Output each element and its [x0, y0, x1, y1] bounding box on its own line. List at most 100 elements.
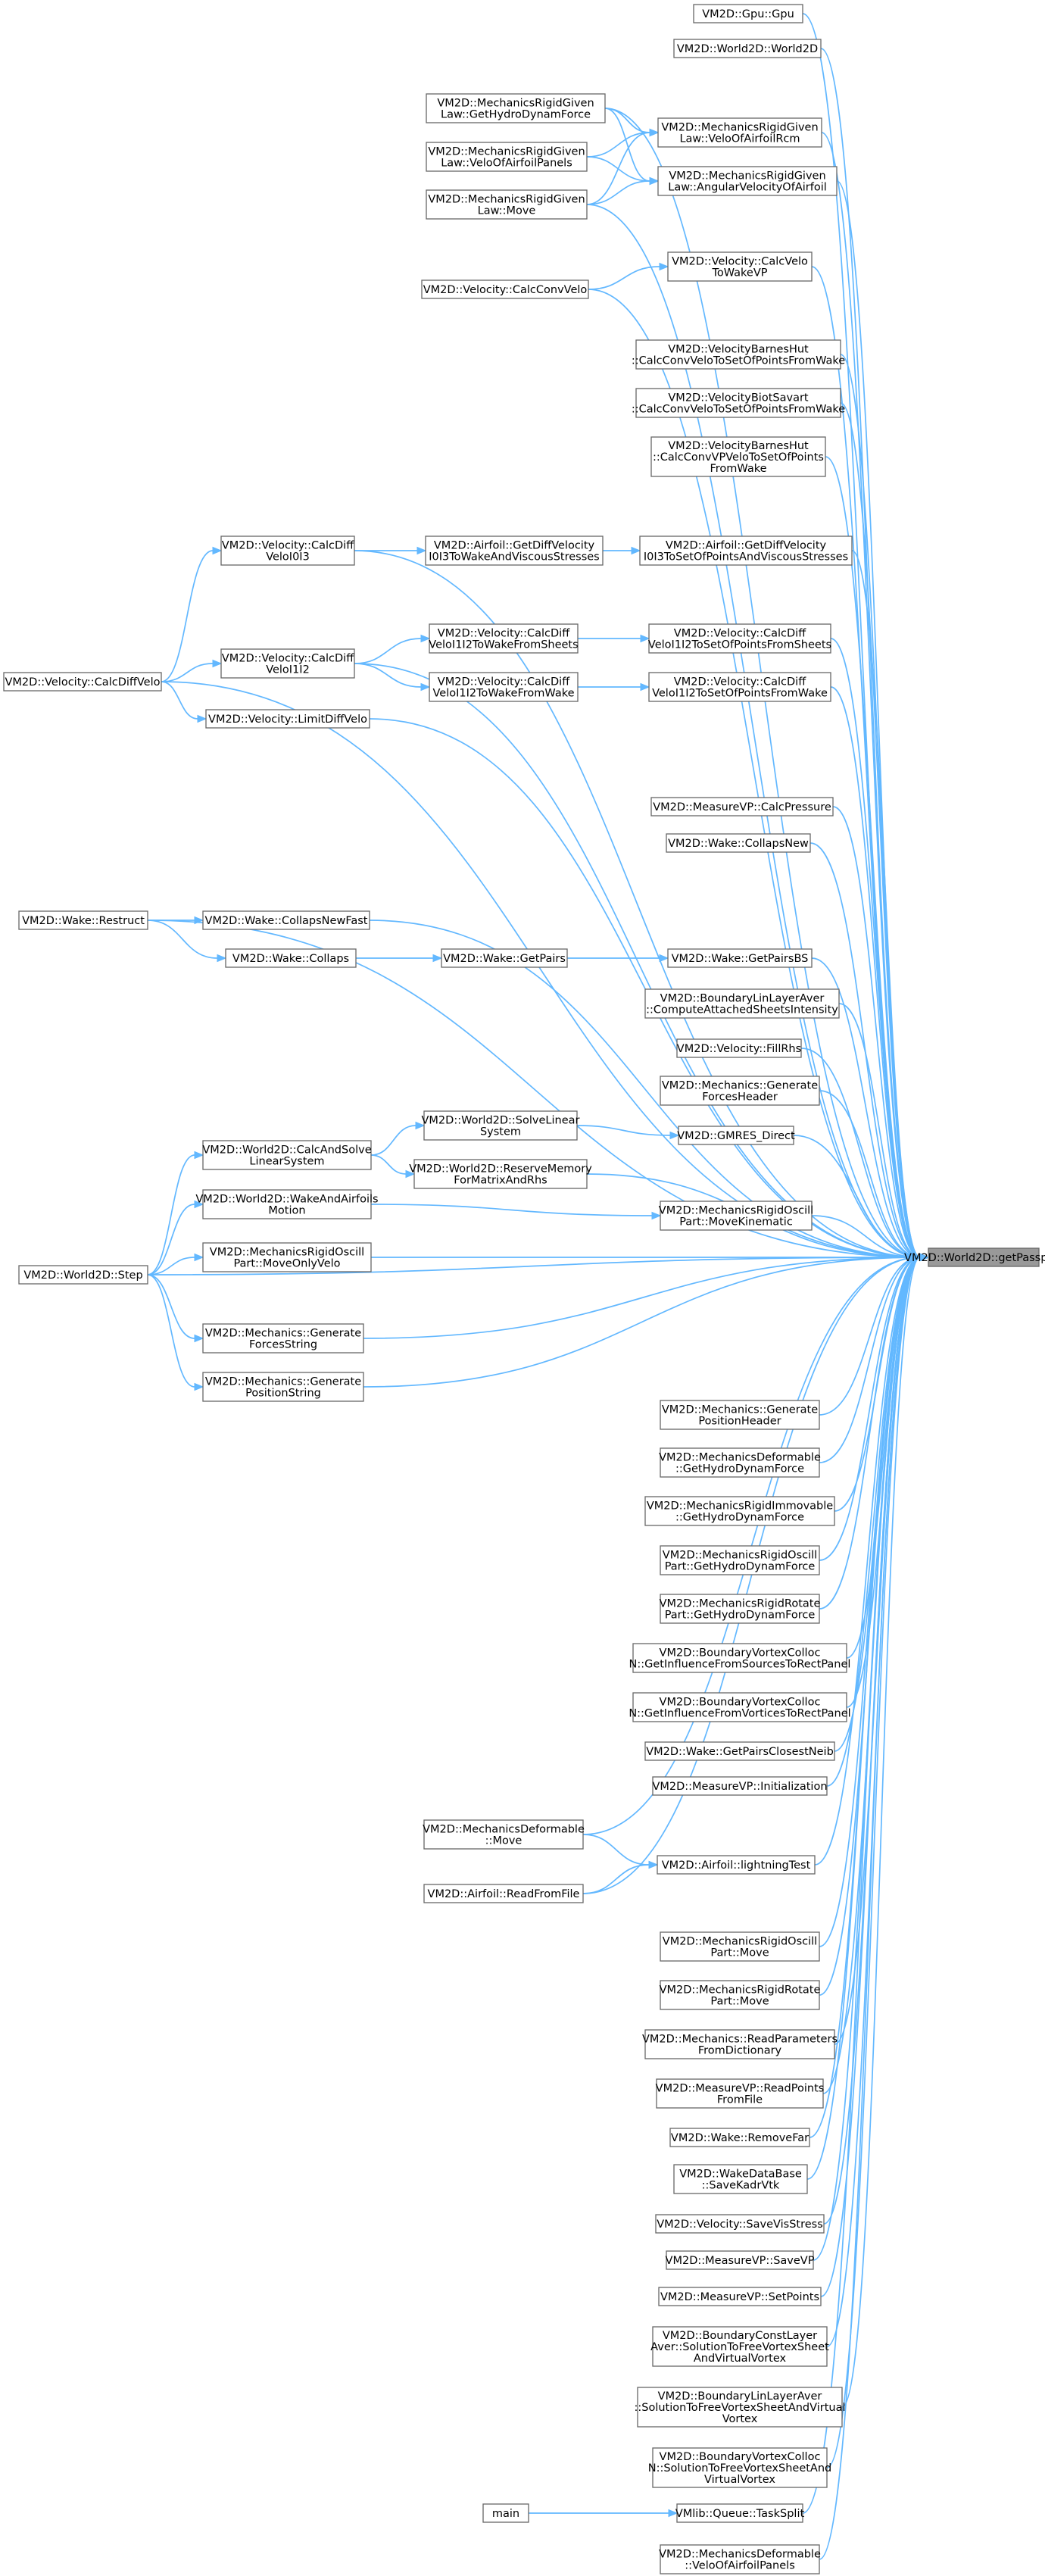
node-restruct[interactable]: VM2D::Wake::Restruct	[18, 910, 148, 930]
node-mro-hydro[interactable]: VM2D::MechanicsRigidOscillPart::GetHydro…	[660, 1545, 820, 1575]
node-fill-rhs[interactable]: VM2D::Velocity::FillRhs	[676, 1038, 802, 1058]
node-mrr-hydro[interactable]: VM2D::MechanicsRigidRotatePart::GetHydro…	[660, 1594, 821, 1624]
node-calc-diff-i1-i2-wake-wake[interactable]: VM2D::Velocity::CalcDiffVeloI1I2ToWakeFr…	[429, 672, 579, 702]
edge-bh-conv-vpvelo-to-get-passport	[825, 456, 921, 1258]
node-gmres[interactable]: VM2D::GMRES_Direct	[677, 1126, 795, 1145]
node-remove-far[interactable]: VM2D::Wake::RemoveFar	[669, 2128, 810, 2147]
node-reserve-memory[interactable]: VM2D::World2D::ReserveMemoryForMatrixAnd…	[409, 1159, 592, 1189]
node-mrg-velo-panels[interactable]: VM2D::MechanicsRigidGivenLaw::VeloOfAirf…	[426, 142, 588, 172]
node-mrg-velo-rcm[interactable]: VM2D::MechanicsRigidGivenLaw::VeloOfAirf…	[657, 117, 822, 148]
node-box	[426, 93, 606, 123]
node-label-line: VM2D::BoundaryLinLayerAver	[658, 2390, 822, 2403]
edge-arrowhead	[420, 682, 431, 692]
node-set-points[interactable]: VM2D::MeasureVP::SetPoints	[658, 2287, 822, 2306]
node-collaps-new-fast[interactable]: VM2D::Wake::CollapsNewFast	[202, 910, 370, 930]
node-af-read-from-file[interactable]: VM2D::Airfoil::ReadFromFile	[423, 1884, 584, 1903]
node-get-pairs-closest[interactable]: VM2D::Wake::GetPairsClosestNeib	[644, 1741, 835, 1761]
node-label-line: VM2D::Wake::GetPairsClosestNeib	[646, 1746, 834, 1758]
edge-calc-diff-i1-i2-set-wake-to-get-passport	[830, 686, 921, 1258]
node-mro-move-kinematic[interactable]: VM2D::MechanicsRigidOscillPart::MoveKine…	[659, 1201, 813, 1231]
node-bcl-solution[interactable]: VM2D::BoundaryConstLayerAver::SolutionTo…	[650, 2326, 829, 2367]
node-mrg-ang-velo[interactable]: VM2D::MechanicsRigidGivenLaw::AngularVel…	[657, 166, 838, 196]
node-mri-hydro[interactable]: VM2D::MechanicsRigidImmovable::GetHydroD…	[644, 1496, 835, 1526]
node-task-split[interactable]: VMlib::Queue::TaskSplit	[675, 2503, 805, 2523]
node-label-line: VM2D::VelocityBarnesHut	[668, 440, 809, 452]
node-box	[202, 1189, 372, 1219]
node-box	[652, 2326, 828, 2367]
node-save-kadr-vtk[interactable]: VM2D::WakeDataBase::SaveKadrVtk	[673, 2164, 808, 2194]
node-label-line: Part::MoveOnlyVelo	[233, 1258, 340, 1270]
node-get-pairs[interactable]: VM2D::Wake::GetPairs	[441, 948, 568, 968]
node-collaps-new[interactable]: VM2D::Wake::CollapsNew	[666, 833, 811, 853]
node-bvc-solution[interactable]: VM2D::BoundaryVortexCollocN::SolutionToF…	[648, 2447, 832, 2488]
node-box	[18, 1265, 148, 1285]
node-mvp-init[interactable]: VM2D::MeasureVP::Initialization	[652, 1776, 828, 1796]
node-save-vp[interactable]: VM2D::MeasureVP::SaveVP	[666, 2250, 815, 2270]
node-label-line: VM2D::Velocity::CalcDiff	[222, 540, 354, 552]
node-limit-diff-velo[interactable]: VM2D::Velocity::LimitDiffVelo	[205, 709, 370, 729]
node-step[interactable]: VM2D::World2D::Step	[18, 1265, 148, 1285]
edge-md-hydro-to-get-passport	[819, 1257, 921, 1463]
node-bll-solution[interactable]: VM2D::BoundaryLinLayerAver::SolutionToFr…	[634, 2387, 846, 2428]
node-label-line: VM2D::Velocity::CalcDiffVelo	[5, 676, 161, 688]
node-main[interactable]: main	[482, 2503, 529, 2523]
node-mro-move-only-velo[interactable]: VM2D::MechanicsRigidOscillPart::MoveOnly…	[202, 1242, 372, 1272]
node-bvc-vortices[interactable]: VM2D::BoundaryVortexCollocN::GetInfluenc…	[629, 1692, 851, 1722]
node-md-move[interactable]: VM2D::MechanicsDeformable::Move	[423, 1819, 585, 1850]
node-bl-compute-attached[interactable]: VM2D::BoundaryLinLayerAver::ComputeAttac…	[644, 988, 840, 1019]
node-label-line: VM2D::Velocity::CalcDiff	[222, 653, 354, 665]
edge-step-to-calc-and-solve	[147, 1154, 195, 1276]
node-read-params[interactable]: VM2D::Mechanics::ReadParametersFromDicti…	[642, 2029, 838, 2059]
node-label-line: ::CalcConvVPVeloToSetOfPoints	[653, 451, 824, 464]
edge-arrowhead	[649, 176, 660, 186]
node-box	[632, 1643, 847, 1673]
node-label-line: VM2D::MechanicsRigidOscill	[663, 1550, 817, 1562]
node-lightning-test[interactable]: VM2D::Airfoil::lightningTest	[657, 1855, 816, 1875]
edge-set-points-to-get-passport	[820, 1257, 921, 2297]
node-world2d[interactable]: VM2D::World2D::World2D	[673, 39, 822, 58]
node-calc-diff-i1-i2-wake-sheets[interactable]: VM2D::Velocity::CalcDiffVeloI1I2ToWakeFr…	[429, 623, 579, 654]
node-get-pairs-bs[interactable]: VM2D::Wake::GetPairsBS	[667, 948, 813, 968]
edge-bl-compute-attached-to-get-passport	[838, 1003, 921, 1258]
node-calc-pressure[interactable]: VM2D::MeasureVP::CalcPressure	[650, 797, 834, 817]
node-box	[205, 709, 370, 729]
node-label-line: VM2D::Wake::GetPairs	[443, 953, 566, 965]
node-box	[657, 1855, 816, 1875]
node-md-hydro[interactable]: VM2D::MechanicsDeformable::GetHydroDynam…	[659, 1447, 821, 1478]
node-bh-conv-vpvelo[interactable]: VM2D::VelocityBarnesHut::CalcConvVPVeloT…	[650, 436, 826, 477]
node-label-line: ::CalcConvVeloToSetOfPointsFromWake	[632, 355, 845, 367]
node-bvc-sources[interactable]: VM2D::BoundaryVortexCollocN::GetInfluenc…	[629, 1643, 851, 1673]
node-calc-diff-i1-i2-set-sheets[interactable]: VM2D::Velocity::CalcDiffVeloI1I2ToSetOfP…	[648, 623, 831, 654]
node-mrg-hydro[interactable]: VM2D::MechanicsRigidGivenLaw::GetHydroDy…	[426, 93, 606, 123]
node-calc-conv-velo[interactable]: VM2D::Velocity::CalcConvVelo	[421, 279, 589, 299]
node-box	[429, 623, 579, 654]
node-calc-diff-i1-i2-set-wake[interactable]: VM2D::Velocity::CalcDiffVeloI1I2ToSetOfP…	[648, 672, 831, 702]
node-gpu[interactable]: VM2D::Gpu::Gpu	[693, 4, 803, 23]
node-bh-conv-velo[interactable]: VM2D::VelocityBarnesHut::CalcConvVeloToS…	[632, 339, 845, 370]
node-save-vis-stress[interactable]: VM2D::Velocity::SaveVisStress	[655, 2214, 825, 2234]
node-bs-conv-velo[interactable]: VM2D::VelocityBiotSavart::CalcConvVeloTo…	[632, 388, 845, 418]
node-calc-diff-velo[interactable]: VM2D::Velocity::CalcDiffVelo	[3, 672, 162, 692]
edge-mro-move-kinematic-to-get-passport	[811, 1215, 921, 1258]
target-node-get-passport[interactable]: VM2D::World2D::getPassport	[904, 1247, 1045, 1267]
node-af-get-diff-i0-i3-wake[interactable]: VM2D::Airfoil::GetDiffVelocityI0I3ToWake…	[425, 535, 604, 566]
node-af-get-diff-i0-i3-set[interactable]: VM2D::Airfoil::GetDiffVelocityI0I3ToSetO…	[639, 535, 853, 566]
node-collaps[interactable]: VM2D::Wake::Collaps	[225, 948, 357, 968]
node-label-line: I0I3ToSetOfPointsAndViscousStresses	[644, 551, 848, 564]
node-box	[660, 1931, 820, 1962]
node-md-velo-panels[interactable]: VM2D::MechanicsDeformable::VeloOfAirfoil…	[659, 2544, 821, 2574]
